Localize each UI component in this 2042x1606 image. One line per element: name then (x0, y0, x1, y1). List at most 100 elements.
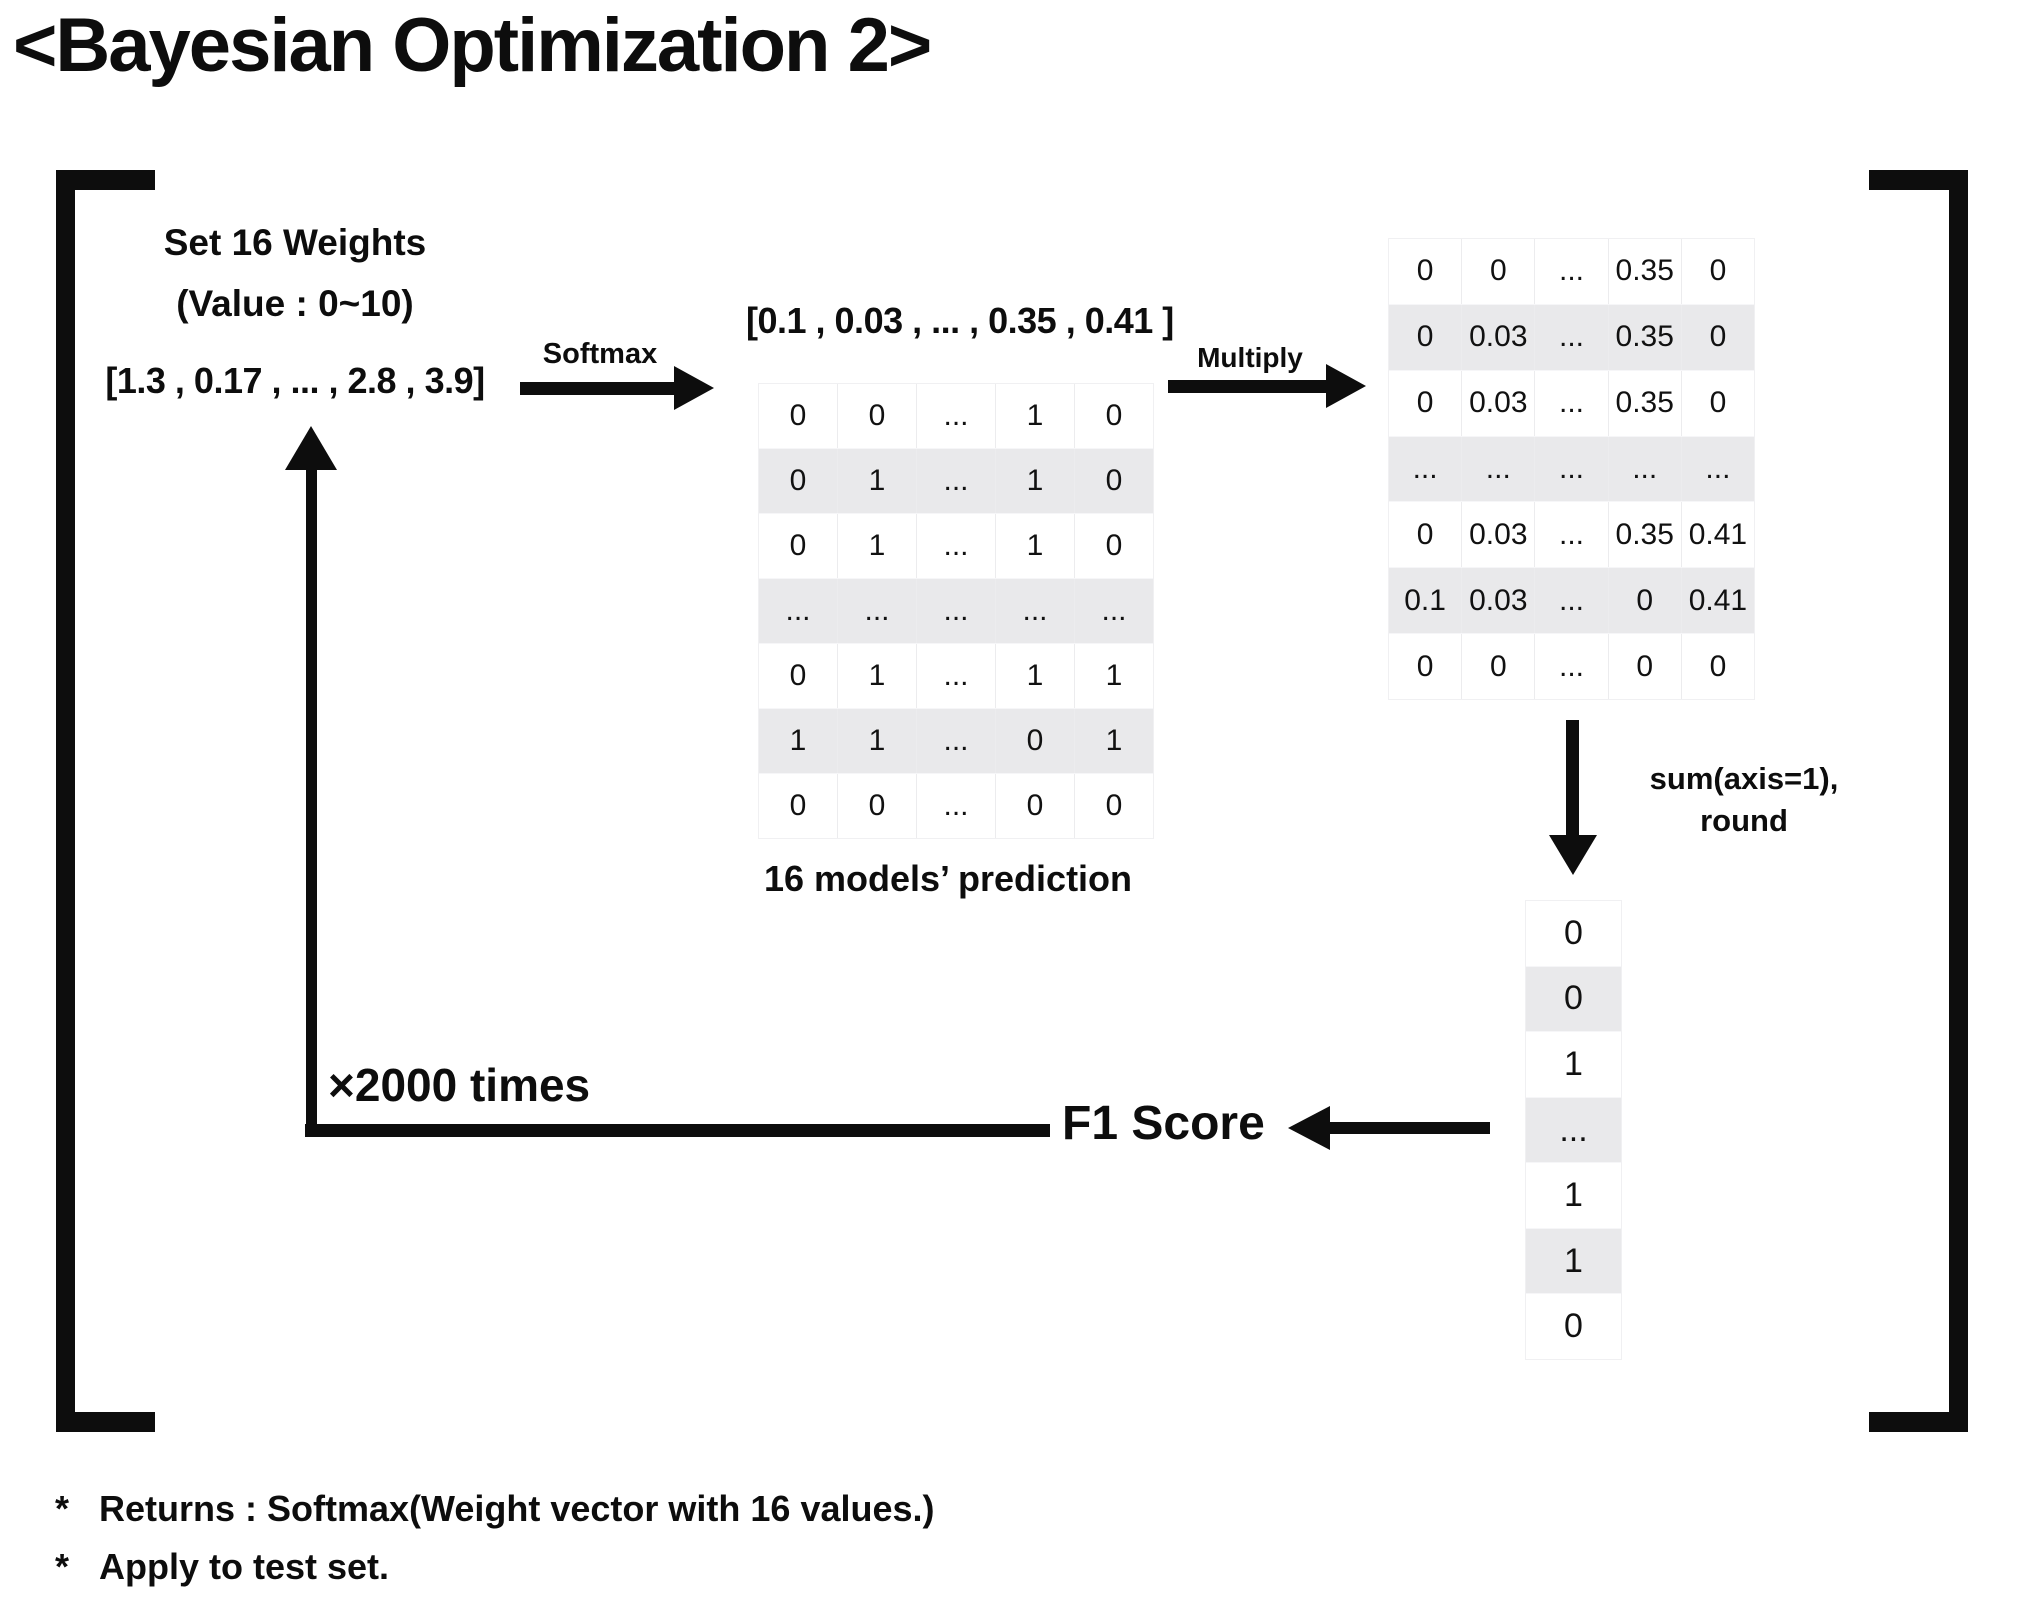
table-cell: ... (996, 579, 1075, 643)
table-cell: 0 (1564, 1307, 1583, 1346)
table-cell: 0 (1609, 568, 1682, 634)
table-cell: 0.35 (1609, 304, 1682, 370)
loop-arrow-horizontal-line (305, 1124, 1050, 1137)
f1-arrow-head-icon (1288, 1106, 1330, 1150)
table-row: 0 (1526, 966, 1621, 1033)
table-cell: ... (917, 644, 996, 708)
softmax-arrow-label: Softmax (542, 338, 658, 370)
table-cell: ... (1462, 436, 1536, 502)
table-cell: 0 (996, 709, 1075, 773)
table-cell: 0.35 (1609, 239, 1682, 304)
weights-vector: [1.3 , 0.17 , ... , 2.8 , 3.9] (105, 360, 485, 401)
table-cell: 0 (838, 384, 917, 448)
table-cell: 0 (1389, 239, 1463, 304)
table-cell: 0 (759, 449, 838, 513)
sum-arrow-line (1566, 720, 1579, 840)
table-cell: ... (917, 384, 996, 448)
softmax-arrow-head-icon (674, 366, 714, 410)
note-bullet: * (55, 1546, 70, 1587)
table-cell: 1 (838, 644, 917, 708)
table-cell: 0 (838, 774, 917, 838)
table-cell: ... (1609, 436, 1682, 502)
table-row: ... (1526, 1097, 1621, 1164)
table-cell: 1 (1564, 1176, 1583, 1215)
table-cell: 0.35 (1609, 370, 1682, 436)
softmax-arrow-line (520, 382, 676, 395)
table-cell: ... (1559, 1110, 1588, 1149)
table-cell: 0 (1105, 529, 1123, 562)
table-cell: ... (917, 579, 996, 643)
sum-arrow-label: sum(axis=1), round (1619, 758, 1869, 842)
table-cell: 0 (1389, 304, 1463, 370)
table-cell: ... (1535, 436, 1609, 502)
loop-arrow-vertical-line (306, 468, 317, 1137)
table-cell: 0 (1462, 239, 1536, 304)
table-cell: 0 (759, 384, 838, 448)
table-cell: 0.35 (1609, 502, 1682, 568)
note-apply: * Apply to test set. (55, 1546, 389, 1588)
table-cell: 0 (759, 644, 838, 708)
table-cell: 0.03 (1462, 370, 1536, 436)
table-cell: 0 (1709, 649, 1727, 683)
table-cell: 0.03 (1462, 502, 1536, 568)
table-cell: ... (1101, 594, 1127, 627)
table-cell: 0.03 (1462, 304, 1536, 370)
sum-label-line1: sum(axis=1), (1649, 761, 1839, 796)
multiply-arrow-head-icon (1326, 364, 1366, 408)
table-cell: 1 (838, 709, 917, 773)
loop-arrow-head-icon (285, 426, 337, 470)
table-cell: 0 (759, 774, 838, 838)
table-cell: 1 (838, 449, 917, 513)
table-cell: 0 (1105, 789, 1123, 822)
table-cell: 1 (1105, 724, 1123, 757)
table-cell: ... (917, 774, 996, 838)
table-cell: 1 (1105, 659, 1123, 692)
table-row: ............... (1389, 436, 1754, 503)
table-cell: 0 (1564, 979, 1583, 1018)
note-text: Apply to test set. (99, 1546, 390, 1587)
softmax-vector: [0.1 , 0.03 , ... , 0.35 , 0.41 ] (746, 300, 1174, 341)
multiply-arrow-line (1168, 380, 1328, 393)
table-cell: 0 (1609, 634, 1682, 700)
table-cell: 1 (996, 449, 1075, 513)
table-cell: ... (1535, 568, 1609, 634)
table-cell: 0.41 (1688, 517, 1748, 551)
table-cell: ... (1389, 436, 1463, 502)
f1-arrow-line (1328, 1122, 1490, 1134)
left-bracket (56, 170, 155, 1432)
table-cell: 0 (1389, 502, 1463, 568)
weights-heading-line2: (Value : 0~10) (176, 283, 414, 324)
table-row: 0 (1526, 1294, 1621, 1359)
table-cell: 0 (1709, 320, 1727, 354)
table-cell: ... (838, 579, 917, 643)
right-bracket (1869, 170, 1968, 1432)
table-cell: 0 (759, 514, 838, 578)
table-cell: 0 (1564, 913, 1583, 952)
table-cell: ... (1535, 502, 1609, 568)
table-cell: 1 (1564, 1241, 1583, 1280)
table-cell: 1 (996, 514, 1075, 578)
table-row: 1 (1526, 1228, 1621, 1295)
table-cell: 0.41 (1688, 583, 1748, 617)
table-cell: ... (917, 709, 996, 773)
table-cell: 0 (996, 774, 1075, 838)
prediction-table-caption: 16 models’ prediction (763, 858, 1133, 899)
table-cell: 0 (1105, 399, 1123, 432)
weights-heading: Set 16 Weights (Value : 0~10) (95, 212, 495, 334)
table-cell: ... (917, 514, 996, 578)
table-cell: 0 (1462, 634, 1536, 700)
loop-count-label: ×2000 times (328, 1059, 591, 1111)
weights-heading-line1: Set 16 Weights (163, 222, 427, 263)
note-returns: * Returns : Softmax(Weight vector with 1… (55, 1488, 935, 1530)
